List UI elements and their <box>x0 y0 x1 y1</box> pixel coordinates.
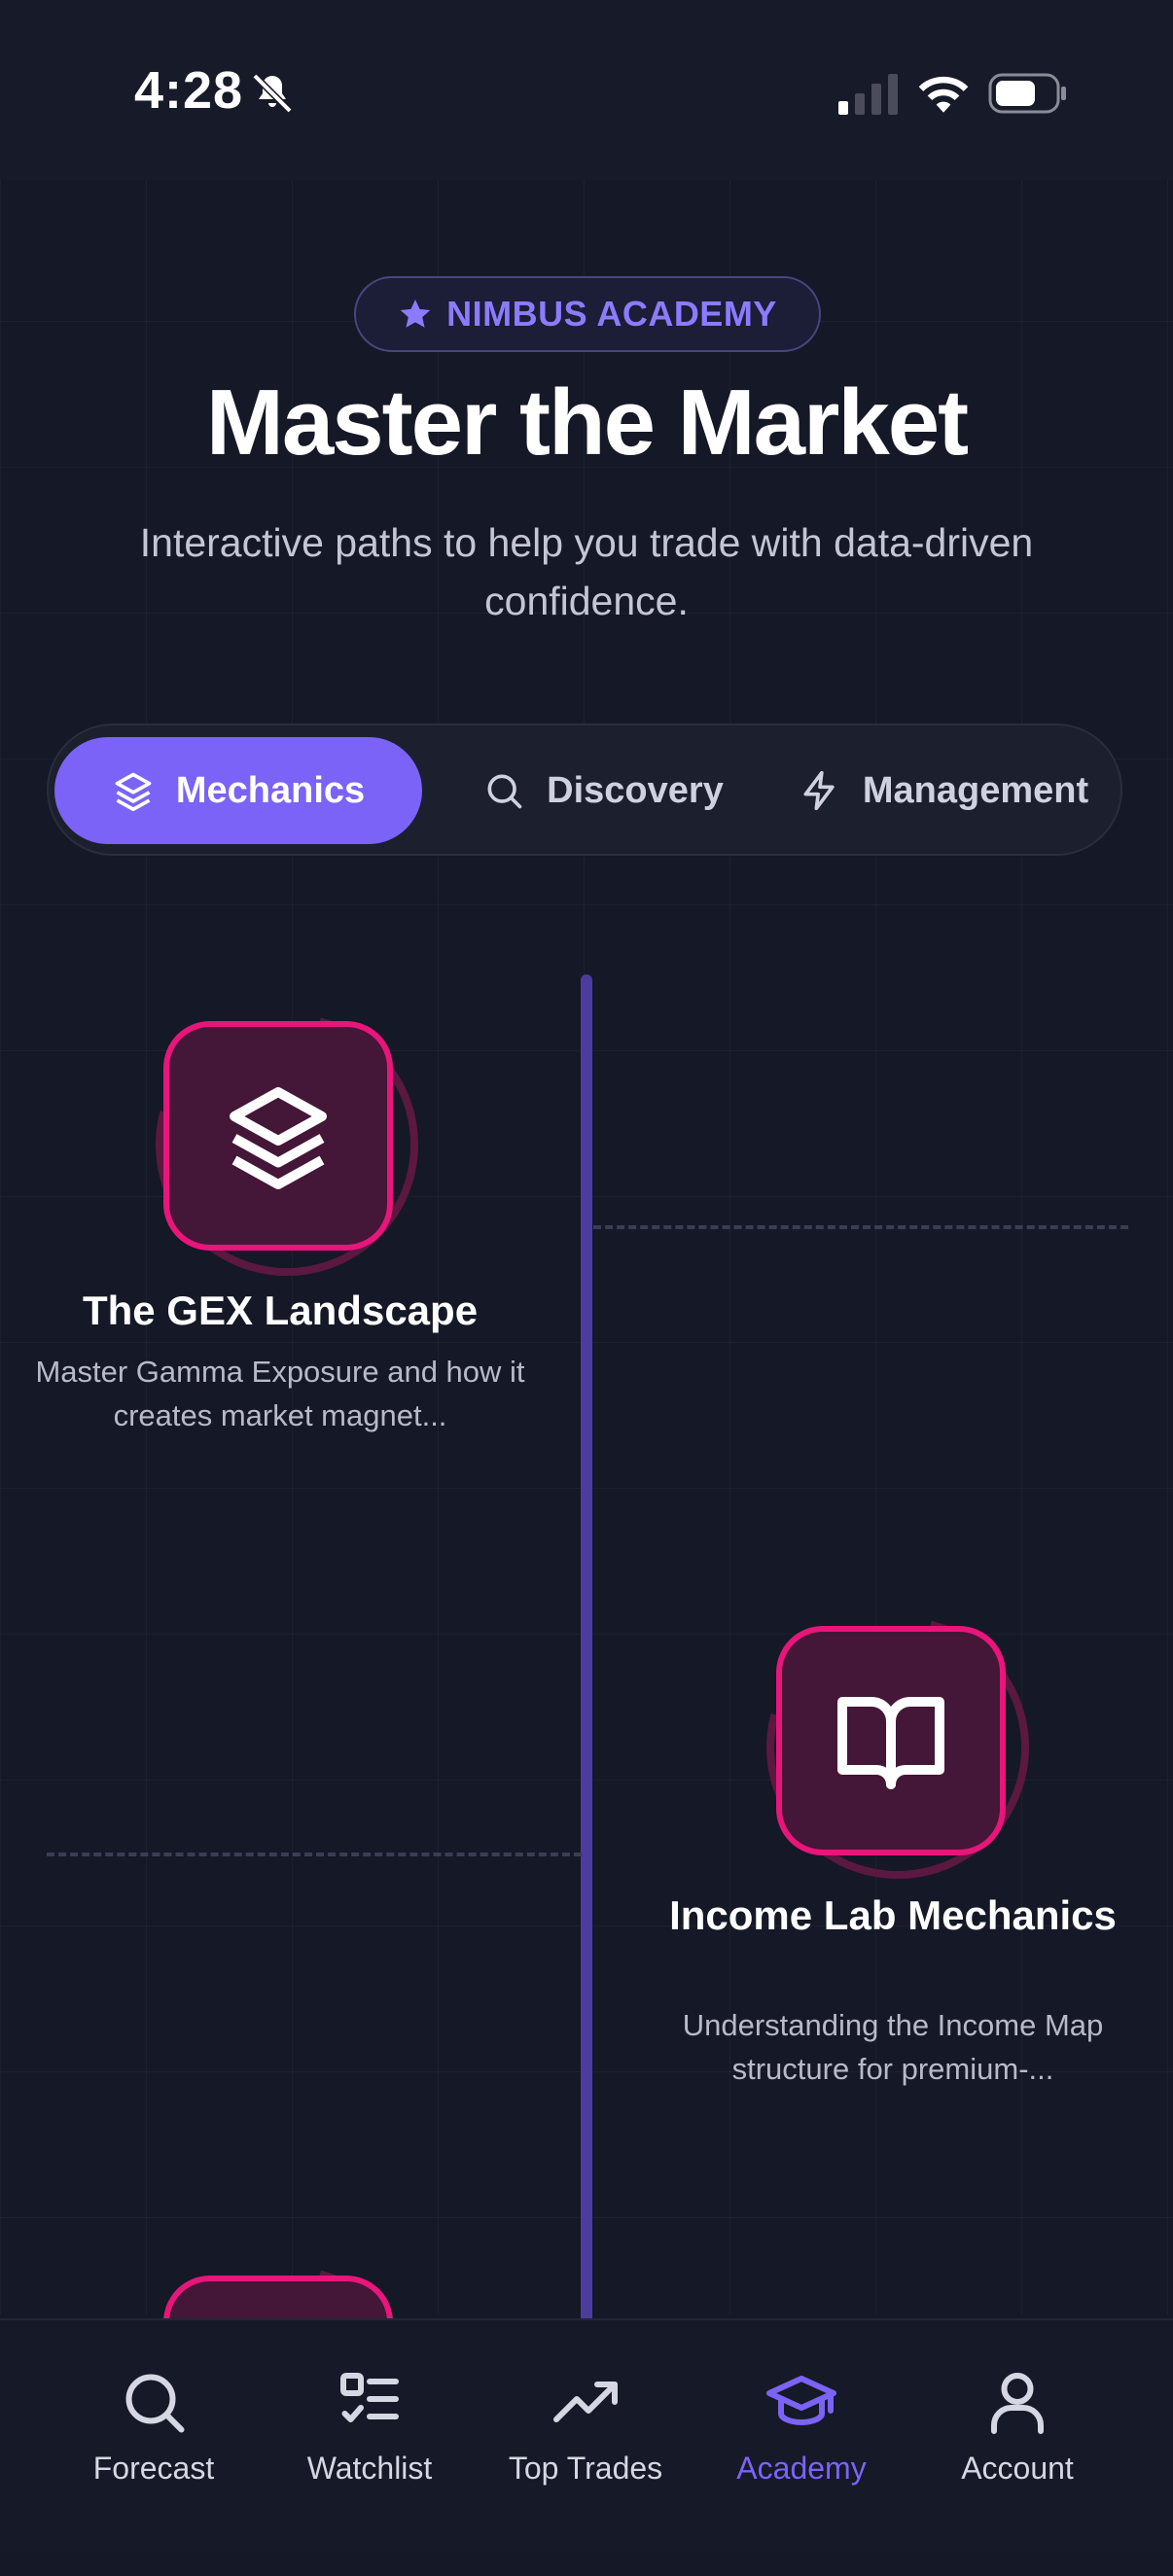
page-subtitle: Interactive paths to help you trade with… <box>139 520 1034 623</box>
nav-label: Account <box>961 2451 1074 2486</box>
tab-management[interactable]: Management <box>768 737 1119 844</box>
timeline-line <box>581 974 592 2336</box>
lesson-description: Understanding the Income Map structure f… <box>682 2008 1104 2086</box>
tab-label: Mechanics <box>175 769 366 811</box>
nav-account[interactable]: Account <box>910 2320 1124 2515</box>
timeline-connector <box>47 1853 582 1856</box>
nav-label: Forecast <box>92 2451 215 2486</box>
layers-icon <box>230 1087 327 1189</box>
nav-watchlist[interactable]: Watchlist <box>263 2320 477 2515</box>
bell-muted-icon <box>252 73 293 114</box>
nav-label: Top Trades <box>508 2451 663 2486</box>
badge-label: NIMBUS ACADEMY <box>446 294 777 334</box>
signal-icon <box>838 74 898 115</box>
lesson-title[interactable]: Income Lab Mechanics <box>669 1892 1117 1938</box>
timeline-connector <box>593 1225 1128 1229</box>
book-icon <box>837 1697 944 1789</box>
nav-label: Watchlist <box>306 2451 433 2486</box>
nav-academy[interactable]: Academy <box>694 2320 908 2515</box>
lesson-node-income-lab[interactable] <box>776 1626 1006 1855</box>
layers-icon <box>115 772 152 812</box>
lesson-node-gex[interactable] <box>163 1021 393 1251</box>
nav-label: Academy <box>736 2451 867 2486</box>
nav-top-trades[interactable]: Top Trades <box>479 2320 693 2515</box>
status-bar: 4:28 <box>0 0 1173 180</box>
tab-label: Discovery <box>547 769 724 811</box>
lightning-icon <box>803 770 835 811</box>
path-tabs: Mechanics Discovery Management <box>47 723 1122 856</box>
user-icon <box>991 2373 1044 2434</box>
tab-discovery[interactable]: Discovery <box>457 737 749 844</box>
battery-icon <box>988 73 1066 114</box>
nav-forecast[interactable]: Forecast <box>47 2320 261 2515</box>
tab-mechanics[interactable]: Mechanics <box>54 737 422 844</box>
academy-badge: NIMBUS ACADEMY <box>354 276 821 352</box>
page-title: Master the Market <box>205 371 969 475</box>
wifi-icon <box>918 76 969 113</box>
bottom-nav: Forecast Watchlist Top Trades Academy Ac… <box>0 2318 1173 2552</box>
tab-label: Management <box>862 769 1089 811</box>
lesson-description: Master Gamma Exposure and how it creates… <box>35 1355 525 1432</box>
checklist-icon <box>340 2373 399 2422</box>
search-icon <box>125 2374 185 2433</box>
star-icon <box>400 300 431 328</box>
graduation-cap-icon <box>766 2376 836 2425</box>
search-icon <box>487 774 522 809</box>
trending-up-icon <box>553 2382 618 2422</box>
lesson-title[interactable]: The GEX Landscape <box>82 1288 479 1333</box>
status-time: 4:28 <box>134 61 244 120</box>
